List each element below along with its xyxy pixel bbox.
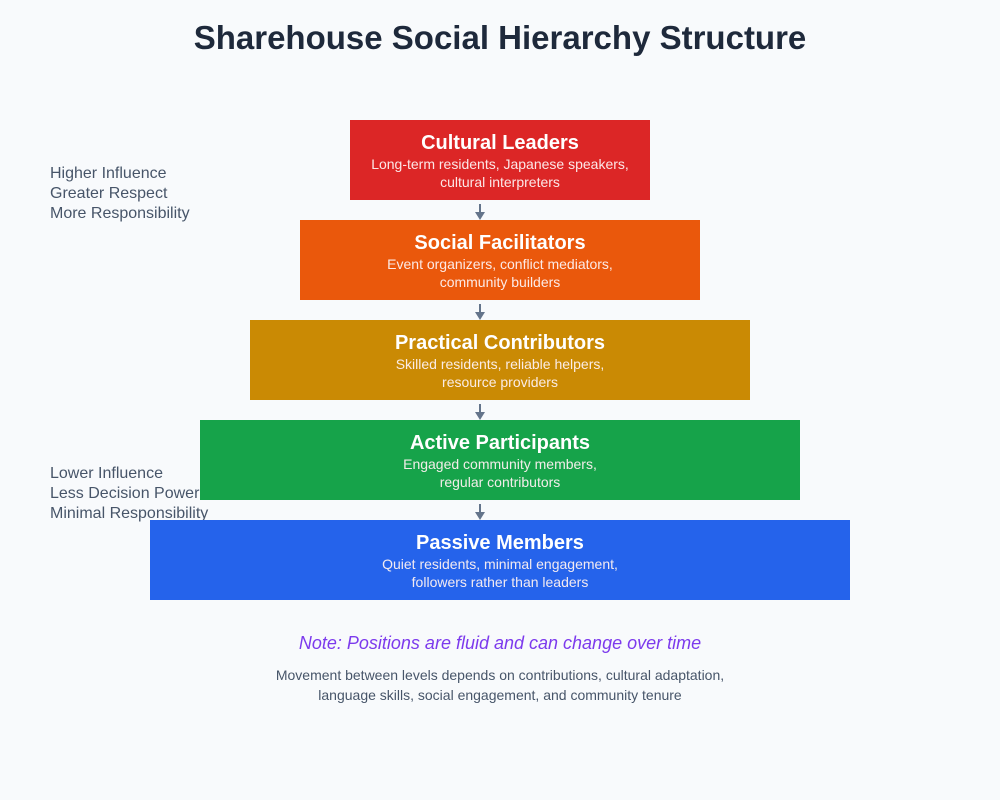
side-label: Higher Influence [50, 165, 167, 182]
explanation-line: Movement between levels depends on contr… [275, 667, 725, 683]
level-description-line: resource providers [442, 374, 558, 390]
side-label: Lower Influence [50, 465, 163, 482]
level-description: Engaged community members, regular contr… [200, 455, 800, 491]
down-arrow-icon [475, 204, 485, 220]
down-arrow-icon [475, 404, 485, 420]
level-description-line: Event organizers, conflict mediators, [387, 256, 613, 272]
level-description: Long-term residents, Japanese speakers, … [350, 155, 650, 191]
movement-explanation: Movement between levels depends on contr… [0, 665, 1000, 705]
level-title: Cultural Leaders [421, 132, 579, 154]
level-description: Event organizers, conflict mediators, co… [300, 255, 700, 291]
level-title: Social Facilitators [414, 232, 586, 254]
level-passive-members: Passive Members Quiet residents, minimal… [150, 520, 850, 600]
level-title: Active Participants [409, 432, 591, 454]
level-description-line: Engaged community members, [403, 456, 597, 472]
explanation-line: language skills, social engagement, and … [318, 687, 682, 703]
page-title: Sharehouse Social Hierarchy Structure [193, 19, 807, 56]
level-description: Quiet residents, minimal engagement, fol… [150, 555, 850, 591]
level-description-line: followers rather than leaders [411, 574, 589, 590]
level-title: Passive Members [416, 532, 584, 554]
level-description: Skilled residents, reliable helpers, res… [250, 355, 750, 391]
level-cultural-leaders: Cultural Leaders Long-term residents, Ja… [350, 120, 650, 200]
level-description-line: Quiet residents, minimal engagement, [382, 556, 618, 572]
top-side-labels: Higher Influence Greater Respect More Re… [50, 164, 190, 224]
side-label: Minimal Responsibility [50, 505, 209, 522]
level-description-line: Long-term residents, Japanese speakers, [371, 156, 629, 172]
side-label: Less Decision Power [50, 485, 200, 502]
down-arrow-icon [475, 504, 485, 520]
bottom-side-labels: Lower Influence Less Decision Power Mini… [50, 464, 208, 524]
level-practical-contributors: Practical Contributors Skilled residents… [250, 320, 750, 400]
level-description-line: community builders [439, 274, 561, 290]
level-social-facilitators: Social Facilitators Event organizers, co… [300, 220, 700, 300]
fluidity-note: Note: Positions are fluid and can change… [298, 633, 702, 653]
level-description-line: cultural interpreters [440, 174, 560, 190]
side-label: More Responsibility [50, 205, 190, 222]
down-arrow-icon [475, 304, 485, 320]
side-label: Greater Respect [50, 185, 168, 202]
level-description-line: regular contributors [439, 474, 561, 490]
level-title: Practical Contributors [394, 332, 606, 354]
level-description-line: Skilled residents, reliable helpers, [395, 356, 605, 372]
level-active-participants: Active Participants Engaged community me… [200, 420, 800, 500]
